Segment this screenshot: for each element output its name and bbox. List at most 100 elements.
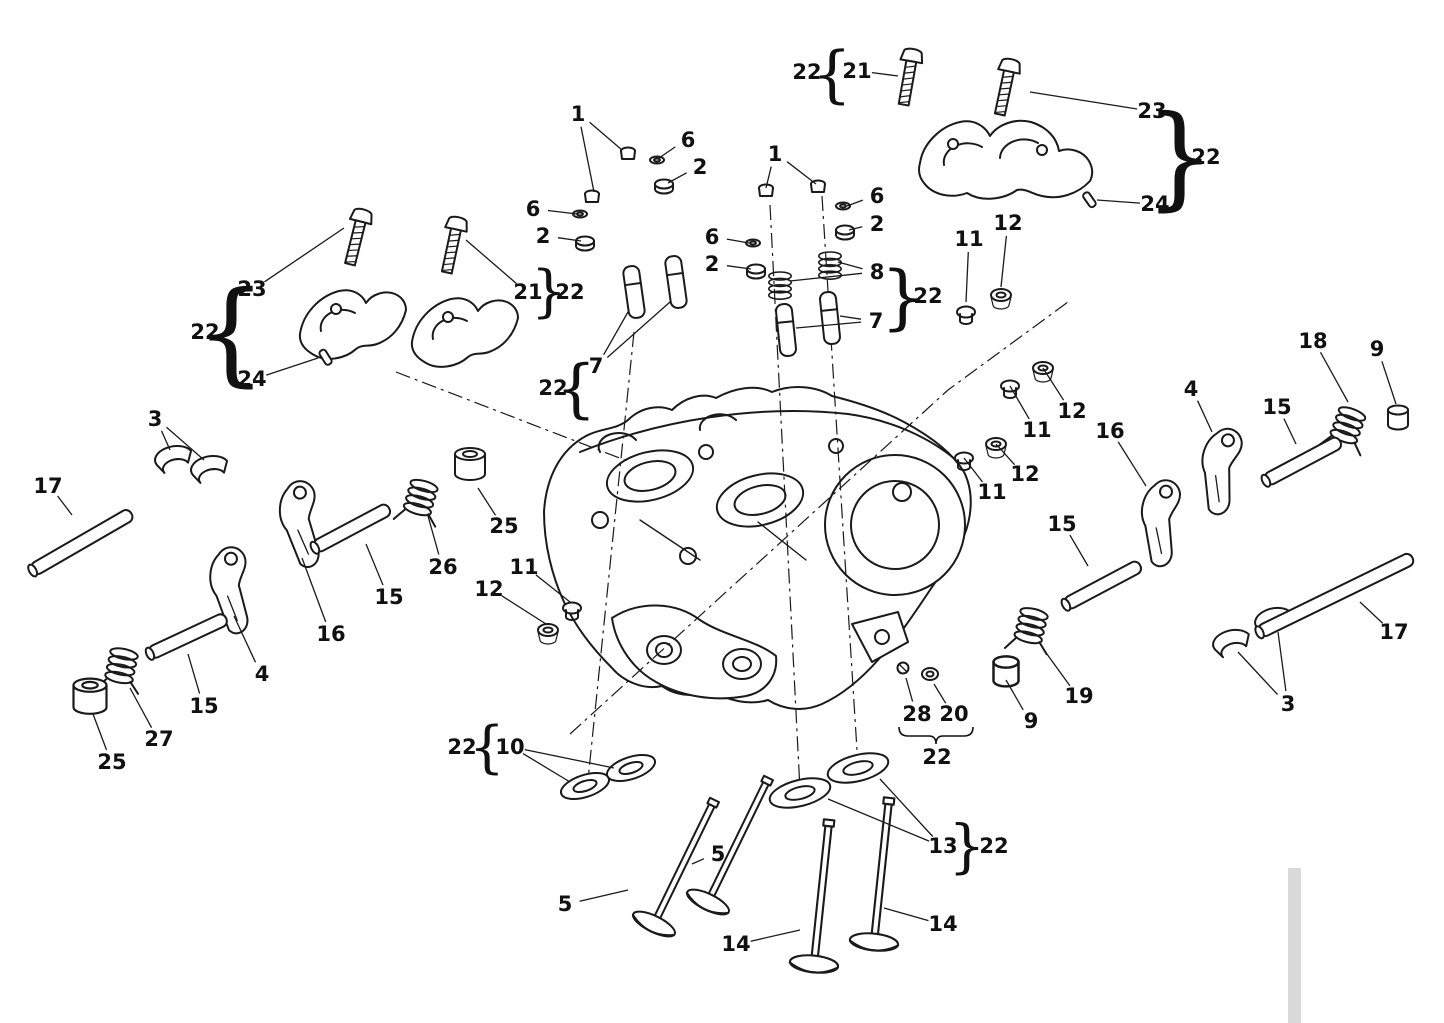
leader-line [827,798,930,842]
callout-23: 23 [1137,99,1166,123]
callout-15: 15 [189,694,218,718]
leader-line [658,146,676,159]
rocker-shaft [307,501,394,557]
callout-26: 26 [428,555,457,579]
callout-22: 22 [922,745,951,769]
valve-collet [620,146,636,160]
spring-retainer [746,263,766,280]
callout-22: 22 [447,735,476,759]
callout-28: 28 [902,702,931,726]
callout-1: 1 [768,142,783,166]
stem-seal [956,305,976,325]
leader-line [535,574,571,603]
rocker-spindle [25,506,136,579]
cylinder-head-body [543,386,972,710]
leader-line [301,557,327,623]
dowel-pin [1082,191,1097,209]
leader-line [92,713,108,751]
leader-line [187,653,201,694]
valve [788,816,855,976]
rocker-shaft [143,611,230,663]
callout-10: 10 [495,735,524,759]
spring-retainer [835,224,855,241]
callout-25: 25 [489,514,518,538]
rocker-assembly-right [992,402,1417,688]
plug-and-screw [896,661,939,681]
camshaft-cap-right [891,46,1097,209]
leader-line [1319,351,1349,403]
callout-22: 22 [1191,145,1220,169]
callout-11: 11 [509,555,538,579]
tappet-bushing [72,677,108,715]
leader-line [1277,631,1287,692]
leader-line [160,430,171,451]
leader-line [233,615,257,663]
intake-valves [559,753,791,943]
leader-line [524,748,615,769]
assembly-brace: } [531,260,567,325]
assembly-brace: { [556,352,597,426]
dowel-pin [318,348,333,366]
scrollbar-artifact [1288,868,1301,1023]
leader-line [557,237,582,242]
leader-line [1381,361,1397,405]
rocker-shaft [1058,558,1145,614]
callout-4: 4 [1184,377,1199,401]
leader-line [848,226,863,231]
leader-line [579,889,629,902]
callout-22: 22 [190,320,219,344]
leader-line [1043,649,1071,687]
leader-line [963,457,984,483]
rocker-arm [1192,424,1246,518]
closing-plug [921,667,939,681]
camshaft-caps-left [298,205,519,368]
stem-seal [954,451,974,471]
assembly-brace: } [1144,92,1215,222]
callout-22: 22 [538,376,567,400]
callout-21: 21 [842,59,871,83]
callout-16: 16 [1095,419,1124,443]
callout-12: 12 [1057,399,1086,423]
valve-stem-hardware-right [745,179,855,358]
callout-8: 8 [870,260,885,284]
leader-line [606,301,671,358]
set-screw [896,661,910,675]
assembly-brace: { [195,268,266,398]
leader-line [522,753,571,783]
opening-shim [152,442,195,476]
cap-bolt [891,46,926,108]
cap-bolt [435,213,471,276]
callout-5: 5 [558,892,573,916]
assembly-brace: } [881,256,926,338]
leader-line [166,426,205,461]
valve-collet [584,189,600,203]
valve-guide [663,254,689,310]
torsion-spring [1005,604,1057,658]
leader-line [839,315,862,320]
leader-line [1117,441,1147,487]
callout-6: 6 [526,197,541,221]
leader-line [603,311,629,356]
callout-15: 15 [1262,395,1291,419]
leader-line [1000,235,1008,288]
callout-13: 13 [928,834,957,858]
valve-guide [818,290,842,346]
leader-line [883,907,929,922]
leader-line [879,778,934,837]
opening-shim [188,452,231,486]
callout-16: 16 [316,622,345,646]
leader-line [547,209,578,215]
callout-12: 12 [474,577,503,601]
leader-line [1283,418,1297,445]
exhaust-valves [768,752,915,976]
callout-3: 3 [148,407,163,431]
leader-line [1009,385,1030,420]
leader-line [365,543,384,586]
leader-line [1197,400,1213,433]
callout-2: 2 [705,252,720,276]
callout-7: 7 [589,354,604,378]
callout-4: 4 [255,662,270,686]
